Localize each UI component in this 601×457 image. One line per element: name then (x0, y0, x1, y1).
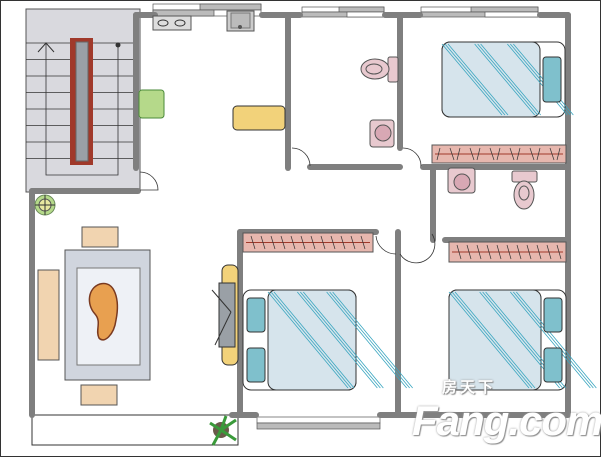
sofa-set-icon (37, 226, 151, 406)
kitchen-sink-icon (226, 10, 255, 32)
pillow-icon (543, 297, 563, 333)
watermark-logo: 房天下 Fang.com (412, 379, 601, 456)
toilet-icon (360, 56, 399, 83)
staircase (25, 8, 141, 193)
pillow-icon (542, 56, 562, 103)
bed-icon (448, 289, 597, 391)
wardrobe-icon (431, 144, 567, 164)
wardrobe-icon (242, 232, 374, 253)
wardrobe-icon (448, 241, 567, 263)
plant-icon (209, 415, 237, 446)
stove-icon (152, 15, 192, 31)
watermark-chinese: 房天下 (442, 379, 497, 396)
pillow-icon (246, 347, 266, 383)
rug-icon (88, 282, 119, 341)
wardrobes (242, 144, 567, 263)
pillow-icon (543, 347, 563, 383)
stair-arrow-icon (37, 42, 55, 53)
balcony (31, 414, 239, 446)
windows (152, 3, 539, 430)
pillow-icon (246, 297, 266, 333)
washbasin-icon (369, 119, 395, 148)
tv-cabinet-icon (211, 264, 239, 366)
toilet-icon (511, 170, 538, 210)
watermark-latin: Fang.com (412, 397, 601, 444)
beds (242, 41, 597, 391)
bench-icon (232, 105, 286, 131)
dining-chair-icon (138, 89, 165, 119)
washbasin-icon (447, 167, 476, 194)
bed-icon (441, 41, 574, 118)
door-swings (139, 147, 436, 264)
bed-icon (242, 289, 413, 391)
ceiling-light-icon (34, 194, 56, 216)
walls (29, 12, 571, 418)
